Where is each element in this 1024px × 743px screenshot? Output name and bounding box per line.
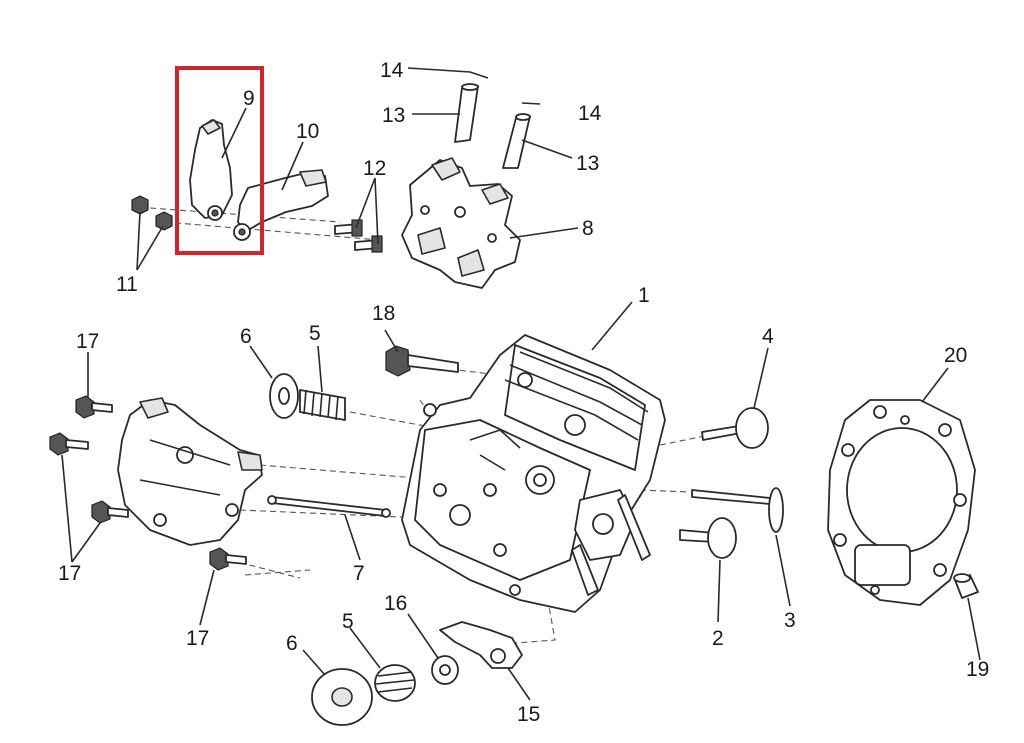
callout-5-upper: 5 [309,322,321,345]
bolt-17 [49,395,247,571]
callout-1: 1 [638,284,650,307]
callout-7: 7 [353,562,365,585]
callout-10: 10 [296,120,319,143]
rocker-arm-9 [189,119,233,221]
callout-11: 11 [116,273,138,296]
callout-14-right: 14 [578,102,602,125]
callout-labels: 1 2 3 4 5 5 6 6 7 8 9 10 11 12 13 13 14 … [58,59,989,726]
nut-11 [131,195,173,231]
bolt-12 [334,219,383,253]
valve-2 [679,517,737,559]
callout-6-lower: 6 [286,632,298,655]
callout-9: 9 [243,87,255,110]
highlight-box [175,66,264,255]
rocker-arm-10 [233,169,329,241]
callout-18: 18 [372,302,395,325]
callout-19: 19 [966,658,989,681]
rocker-bracket-8 [401,157,521,289]
callout-17-left: 17 [58,562,81,585]
stud-18 [385,345,459,377]
leader-lines [61,107,981,701]
push-rod-7 [267,495,391,518]
callout-2: 2 [712,627,724,650]
rocker-assembly-left [117,397,263,546]
callout-20: 20 [944,344,967,367]
callout-6-upper: 6 [240,325,252,348]
push-rod-guide-13 [454,83,531,169]
callout-12: 12 [363,157,386,180]
clip-14 [407,67,541,105]
callout-13-right: 13 [576,152,599,175]
callout-17-top: 17 [76,330,99,353]
callout-8: 8 [582,217,594,240]
head-gasket-20 [827,399,976,606]
valve-3 [691,487,784,533]
callout-5-lower: 5 [342,610,354,633]
callout-13-left: 13 [382,104,405,127]
spring-retainer-6-lower [311,668,373,726]
valve-4 [701,407,769,449]
callout-14-left: 14 [380,59,404,82]
callout-16: 16 [384,592,407,615]
callout-17-bottom: 17 [186,627,209,650]
callout-15: 15 [517,703,540,726]
valve-spring-5-lower [374,664,416,702]
rocker-arm-15 [439,621,523,669]
dowel-pin-19 [953,573,979,599]
valve-spring-5-upper [299,389,346,421]
spring-retainer-6-upper [269,373,299,419]
cylinder-head-1 [401,334,666,613]
callout-3: 3 [784,609,796,632]
valve-seal-16 [431,655,459,685]
callout-4: 4 [762,325,774,348]
